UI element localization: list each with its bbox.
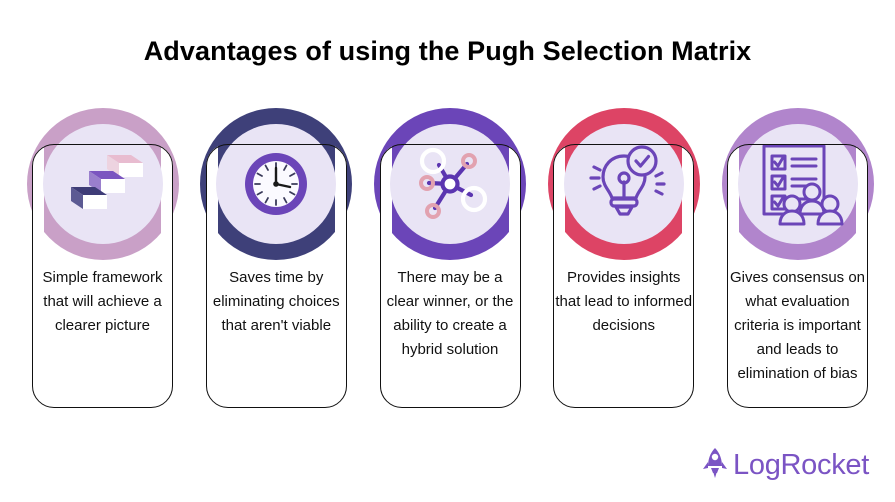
card-text: Provides insights that lead to informed … (555, 269, 693, 334)
card-outline (727, 144, 868, 408)
card-text: Simple framework that will achieve a cle… (42, 269, 163, 334)
card-body-fill (553, 144, 695, 408)
card-text: Gives consensus on what evaluation crite… (729, 269, 866, 382)
card-outline (379, 144, 521, 408)
stairs-3d-icon (43, 124, 163, 244)
checklist-people-icon (738, 124, 858, 244)
network-nodes-icon (390, 124, 510, 244)
clock-icon (216, 124, 336, 244)
card-outline (32, 144, 173, 408)
advantage-card: There may be a clear winner, or the abil… (374, 108, 526, 408)
advantage-card: Provides insights that lead to informed … (547, 108, 700, 408)
advantage-card: Gives consensus on what evaluation crite… (721, 108, 874, 408)
card-body-fill (727, 144, 868, 408)
advantage-card: Saves time by eliminating choices that a… (200, 108, 353, 408)
advantage-card-list: Simple framework that will achieve a cle… (26, 108, 874, 408)
page-title: Advantages of using the Pugh Selection M… (143, 36, 752, 66)
rocket-icon (701, 447, 729, 484)
card-body-fill (205, 144, 347, 408)
advantage-card: Simple framework that will achieve a cle… (26, 108, 179, 408)
brand-name: LogRocket (733, 449, 869, 481)
card-outline (553, 144, 695, 408)
card-body-fill (379, 144, 521, 408)
lightbulb-check-icon (564, 124, 684, 244)
card-outline (205, 144, 347, 408)
card-body-fill (32, 144, 173, 408)
card-text: Saves time by eliminating choices that a… (212, 269, 340, 334)
card-text: There may be a clear winner, or the abil… (386, 269, 514, 358)
logrocket-brand[interactable]: LogRocket (701, 447, 869, 484)
